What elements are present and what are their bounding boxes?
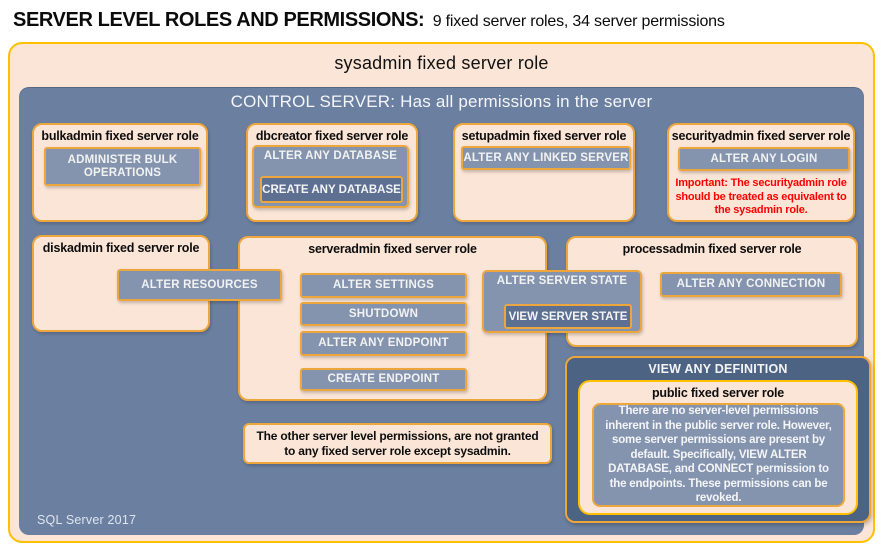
permission-view-any-definition-label: VIEW ANY DEFINITION [648,362,788,376]
role-setupadmin: setupadmin fixed server role ALTER ANY L… [453,123,635,222]
sysadmin-role-label: sysadmin fixed server role [334,53,549,73]
role-public: public fixed server role There are no se… [578,380,858,515]
permission-alter-any-linked-server: ALTER ANY LINKED SERVER [461,146,631,170]
permission-alter-any-login: ALTER ANY LOGIN [678,147,850,171]
permission-alter-resources: ALTER RESOURCES [117,269,282,301]
securityadmin-warning-text: Important: The securityadmin role should… [675,177,847,216]
sysadmin-role-container: sysadmin fixed server role CONTROL SERVE… [8,42,875,543]
role-serveradmin-label: serveradmin fixed server role [308,242,477,256]
permission-alter-any-database: ALTER ANY DATABASE CREATE ANY DATABASE [252,145,409,208]
role-setupadmin-label: setupadmin fixed server role [461,129,627,143]
role-processadmin-label: processadmin fixed server role [622,242,802,256]
role-dbcreator: dbcreator fixed server role ALTER ANY DA… [246,123,418,222]
sql-server-version-label: SQL Server 2017 [37,513,137,527]
role-dbcreator-label: dbcreator fixed server role [255,129,409,143]
page-title-main: SERVER LEVEL ROLES AND PERMISSIONS: [13,9,425,31]
permission-view-server-state: VIEW SERVER STATE [504,304,632,329]
role-diskadmin-label: diskadmin fixed server role [42,241,200,255]
role-bulkadmin: bulkadmin fixed server role ADMINISTER B… [32,123,208,222]
permission-alter-any-endpoint: ALTER ANY ENDPOINT [300,331,467,356]
other-permissions-note: The other server level permissions, are … [243,423,552,464]
role-securityadmin: securityadmin fixed server role ALTER AN… [667,123,855,222]
permission-create-endpoint: CREATE ENDPOINT [300,368,467,391]
permission-view-any-definition: VIEW ANY DEFINITION public fixed server … [565,356,871,523]
permission-create-any-database: CREATE ANY DATABASE [260,176,403,203]
permission-alter-settings: ALTER SETTINGS [300,273,467,298]
page-title-subtitle: 9 fixed server roles, 34 server permissi… [432,13,725,30]
permission-administer-bulk-operations: ADMINISTER BULK OPERATIONS [44,147,201,186]
role-public-label: public fixed server role [651,386,785,400]
permission-alter-server-state-label: ALTER SERVER STATE [496,275,628,287]
permission-alter-any-database-label: ALTER ANY DATABASE [263,150,398,162]
permission-alter-any-connection: ALTER ANY CONNECTION [660,272,842,297]
role-securityadmin-label: securityadmin fixed server role [671,129,851,143]
public-role-note: There are no server-level permissions in… [592,403,845,507]
permission-alter-server-state: ALTER SERVER STATE VIEW SERVER STATE [482,270,642,333]
role-bulkadmin-label: bulkadmin fixed server role [41,129,199,143]
control-server-container: CONTROL SERVER: Has all permissions in t… [19,87,871,535]
permission-shutdown: SHUTDOWN [300,302,467,326]
control-server-heading: CONTROL SERVER: Has all permissions in t… [230,92,653,111]
page-title: SERVER LEVEL ROLES AND PERMISSIONS: 9 fi… [13,9,725,32]
